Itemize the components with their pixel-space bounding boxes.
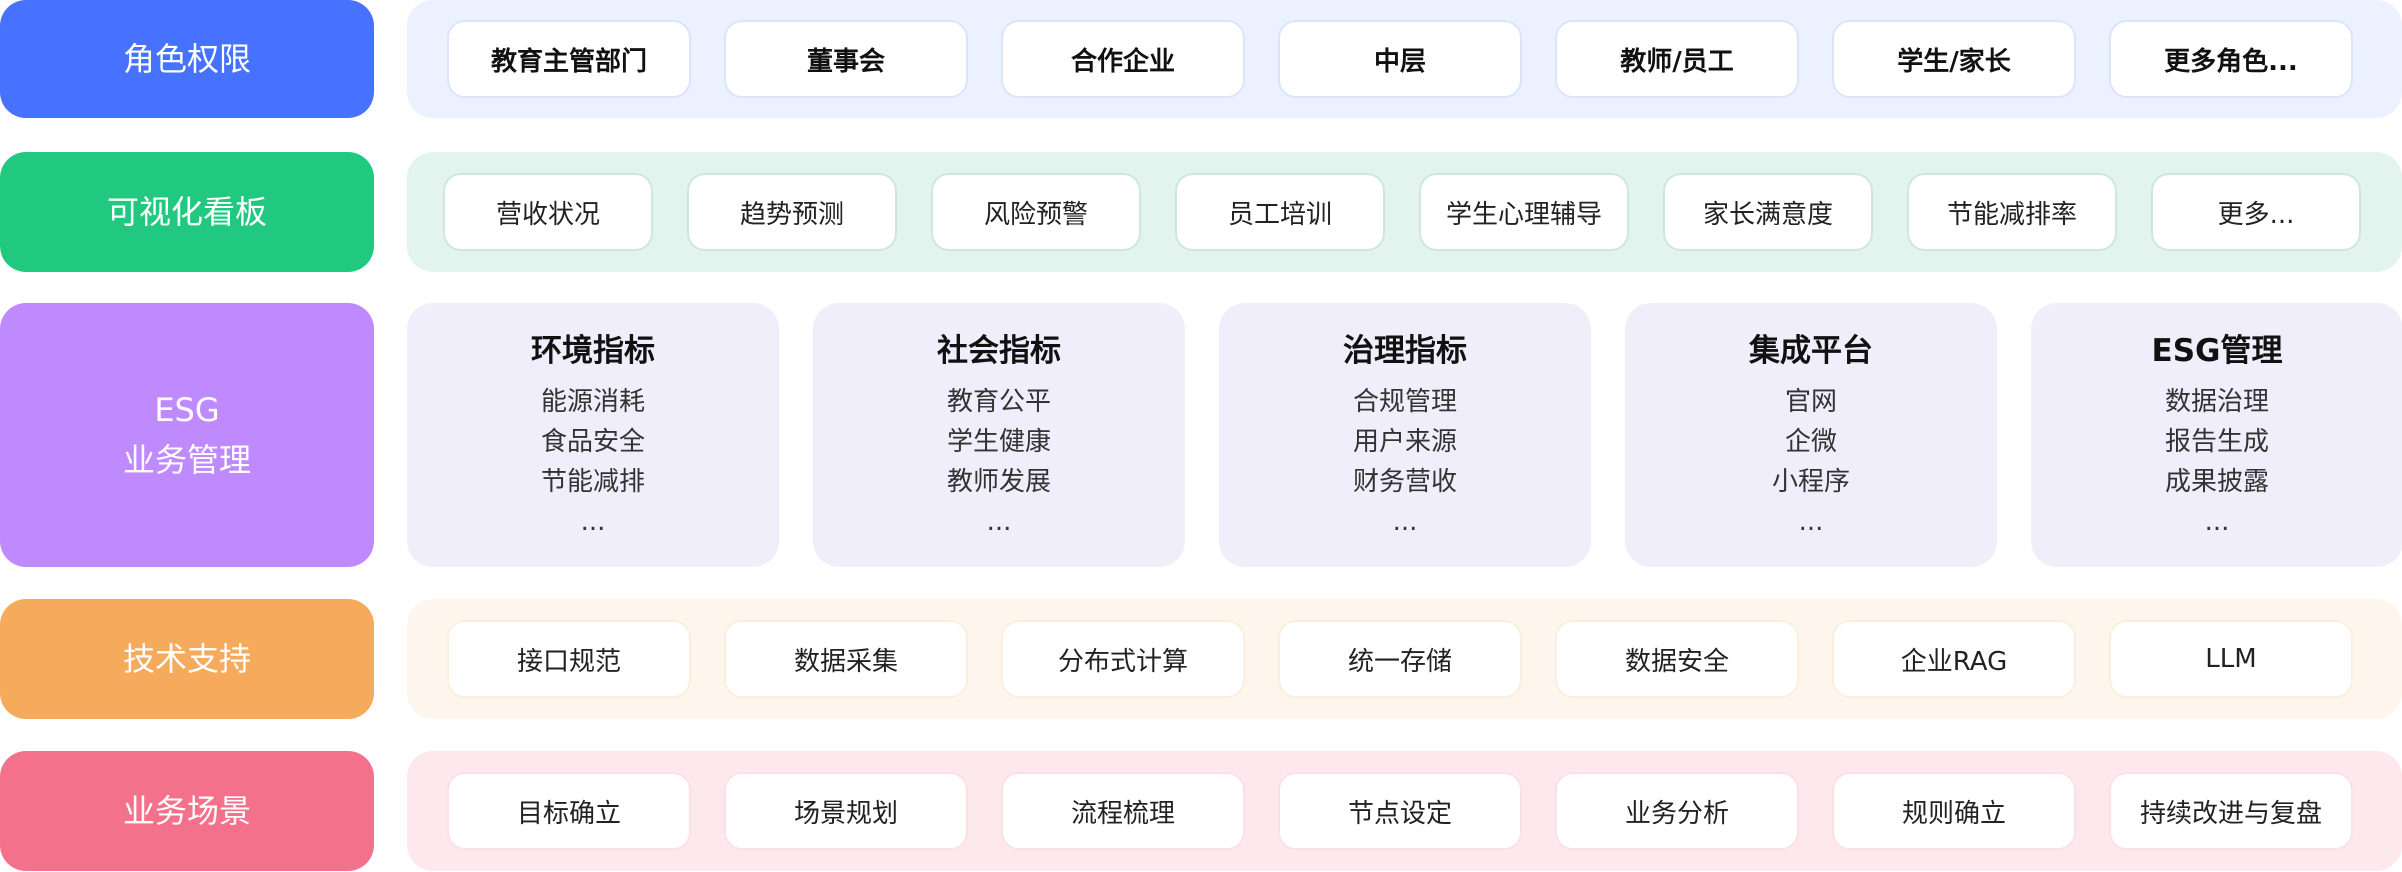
card-item: 小程序 xyxy=(1771,467,1850,497)
card-title: 环境指标 xyxy=(531,333,655,369)
esg-card[interactable]: 治理指标合规管理用户来源财务营收... xyxy=(1219,303,1591,567)
card-item: 合规管理 xyxy=(1352,387,1457,417)
row-dashboard: 可视化看板 营收状况 趋势预测 风险预警 员工培训 学生心理辅导 家长满意度 节… xyxy=(0,152,2402,272)
esg-card[interactable]: 集成平台官网企微小程序... xyxy=(1625,303,1997,567)
scenario-item[interactable]: 场景规划 xyxy=(724,772,968,850)
scenario-item[interactable]: 规则确立 xyxy=(1832,772,2076,850)
card-title: 治理指标 xyxy=(1343,333,1467,369)
tech-item[interactable]: 数据采集 xyxy=(724,620,968,698)
card-item: 教师发展 xyxy=(946,467,1051,497)
card-item: ... xyxy=(580,507,606,537)
dashboard-item[interactable]: 家长满意度 xyxy=(1663,173,1873,251)
card-item: 财务营收 xyxy=(1352,467,1457,497)
dashboard-item[interactable]: 节能减排率 xyxy=(1907,173,2117,251)
card-item: ... xyxy=(1798,507,1824,537)
role-item[interactable]: 董事会 xyxy=(724,20,968,98)
role-panel: 教育主管部门 董事会 合作企业 中层 教师/员工 学生/家长 更多角色... xyxy=(407,0,2402,118)
card-title: 集成平台 xyxy=(1749,333,1873,369)
row-tech-support: 技术支持 接口规范 数据采集 分布式计算 统一存储 数据安全 企业RAG LLM xyxy=(0,599,2402,719)
scenario-item[interactable]: 持续改进与复盘 xyxy=(2109,772,2353,850)
card-item: 官网 xyxy=(1784,387,1837,417)
card-title: ESG管理 xyxy=(2151,333,2283,369)
card-item: 学生健康 xyxy=(946,427,1051,457)
esg-cards: 环境指标能源消耗食品安全节能减排... 社会指标教育公平学生健康教师发展... … xyxy=(407,303,2402,567)
scenario-item[interactable]: 业务分析 xyxy=(1555,772,1799,850)
row-label: ESG 业务管理 xyxy=(0,303,374,567)
tech-panel: 接口规范 数据采集 分布式计算 统一存储 数据安全 企业RAG LLM xyxy=(407,599,2402,719)
row-label: 业务场景 xyxy=(0,751,374,871)
card-item: ... xyxy=(986,507,1012,537)
card-item: 报告生成 xyxy=(2164,427,2269,457)
dashboard-panel: 营收状况 趋势预测 风险预警 员工培训 学生心理辅导 家长满意度 节能减排率 更… xyxy=(407,152,2402,272)
tech-item[interactable]: 接口规范 xyxy=(447,620,691,698)
dashboard-item[interactable]: 学生心理辅导 xyxy=(1419,173,1629,251)
row-label-line: 业务管理 xyxy=(122,441,251,479)
tech-item[interactable]: 企业RAG xyxy=(1832,620,2076,698)
dashboard-item[interactable]: 更多... xyxy=(2151,173,2361,251)
row-role-permissions: 角色权限 教育主管部门 董事会 合作企业 中层 教师/员工 学生/家长 更多角色… xyxy=(0,0,2402,118)
card-item: ... xyxy=(2204,507,2230,537)
tech-item[interactable]: LLM xyxy=(2109,620,2353,698)
role-item[interactable]: 更多角色... xyxy=(2109,20,2353,98)
row-label-line: ESG xyxy=(154,391,220,429)
tech-item[interactable]: 统一存储 xyxy=(1278,620,1522,698)
tech-item[interactable]: 数据安全 xyxy=(1555,620,1799,698)
role-item[interactable]: 教育主管部门 xyxy=(447,20,691,98)
dashboard-item[interactable]: 员工培训 xyxy=(1175,173,1385,251)
role-item[interactable]: 教师/员工 xyxy=(1555,20,1799,98)
tech-item[interactable]: 分布式计算 xyxy=(1001,620,1245,698)
role-item[interactable]: 中层 xyxy=(1278,20,1522,98)
role-item[interactable]: 学生/家长 xyxy=(1832,20,2076,98)
dashboard-item[interactable]: 趋势预测 xyxy=(687,173,897,251)
row-esg: ESG 业务管理 环境指标能源消耗食品安全节能减排... 社会指标教育公平学生健… xyxy=(0,303,2402,567)
card-item: 企微 xyxy=(1784,427,1837,457)
dashboard-item[interactable]: 风险预警 xyxy=(931,173,1141,251)
card-item: 能源消耗 xyxy=(540,387,645,417)
scenario-item[interactable]: 流程梳理 xyxy=(1001,772,1245,850)
role-item[interactable]: 合作企业 xyxy=(1001,20,1245,98)
row-label: 角色权限 xyxy=(0,0,374,118)
card-item: 成果披露 xyxy=(2164,467,2269,497)
dashboard-item[interactable]: 营收状况 xyxy=(443,173,653,251)
esg-card[interactable]: ESG管理数据治理报告生成成果披露... xyxy=(2031,303,2402,567)
card-item: ... xyxy=(1392,507,1418,537)
card-item: 用户来源 xyxy=(1352,427,1457,457)
card-item: 数据治理 xyxy=(2164,387,2269,417)
card-item: 食品安全 xyxy=(540,427,645,457)
scenario-panel: 目标确立 场景规划 流程梳理 节点设定 业务分析 规则确立 持续改进与复盘 xyxy=(407,751,2402,871)
row-label: 技术支持 xyxy=(0,599,374,719)
card-item: 节能减排 xyxy=(540,467,645,497)
card-item: 教育公平 xyxy=(946,387,1051,417)
row-business-scenarios: 业务场景 目标确立 场景规划 流程梳理 节点设定 业务分析 规则确立 持续改进与… xyxy=(0,751,2402,871)
esg-card[interactable]: 社会指标教育公平学生健康教师发展... xyxy=(813,303,1185,567)
scenario-item[interactable]: 节点设定 xyxy=(1278,772,1522,850)
row-label: 可视化看板 xyxy=(0,152,374,272)
scenario-item[interactable]: 目标确立 xyxy=(447,772,691,850)
card-title: 社会指标 xyxy=(937,333,1061,369)
esg-card[interactable]: 环境指标能源消耗食品安全节能减排... xyxy=(407,303,779,567)
